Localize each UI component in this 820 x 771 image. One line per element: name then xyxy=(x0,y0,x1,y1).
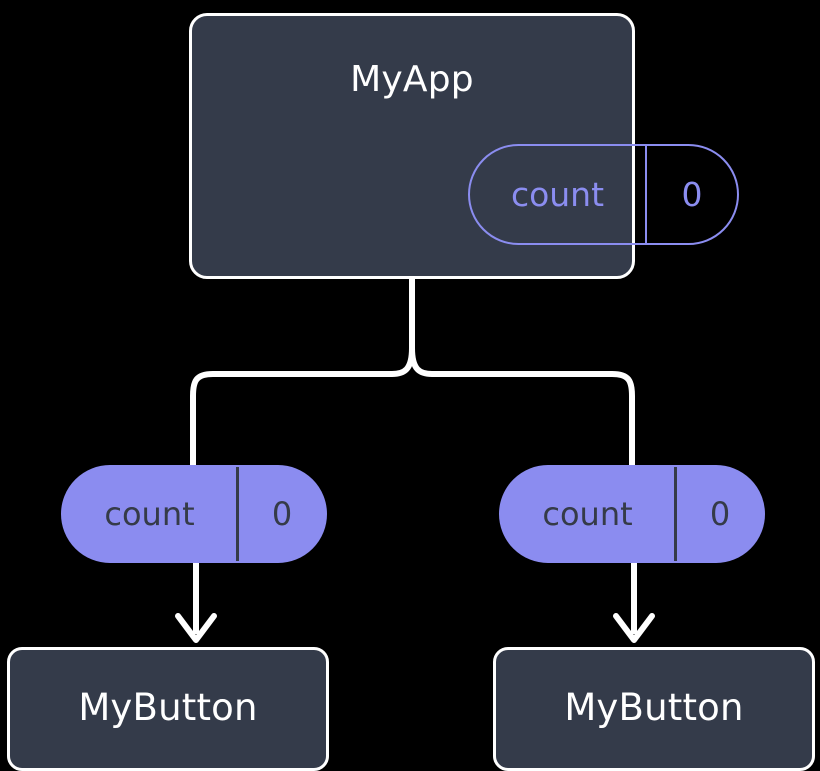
root-state-pill-value: 0 xyxy=(681,175,703,214)
child-left-state-pill-key: count xyxy=(63,467,239,561)
child-right-state-pill-value: 0 xyxy=(709,495,731,533)
root-component-box[interactable]: MyApp count 0 xyxy=(189,13,739,279)
child-right-component-box[interactable]: MyButton xyxy=(493,647,815,771)
root-component-title: MyApp xyxy=(350,59,474,100)
connector-to-child-right xyxy=(409,345,635,469)
root-state-pill-key: count xyxy=(470,146,647,243)
child-left-component-title: MyButton xyxy=(78,685,258,729)
arrow-left-head xyxy=(175,613,217,643)
child-right-state-pill-key: count xyxy=(501,467,677,561)
child-right-state-pill[interactable]: count 0 xyxy=(499,465,765,563)
child-left-component-box[interactable]: MyButton xyxy=(7,647,329,771)
child-right-component-title: MyButton xyxy=(564,685,744,729)
root-state-pill[interactable]: count 0 xyxy=(468,144,739,245)
connector-to-child-left xyxy=(190,345,415,469)
arrow-right-head xyxy=(613,613,655,643)
child-left-state-pill[interactable]: count 0 xyxy=(61,465,327,563)
child-left-state-pill-value: 0 xyxy=(271,495,293,533)
